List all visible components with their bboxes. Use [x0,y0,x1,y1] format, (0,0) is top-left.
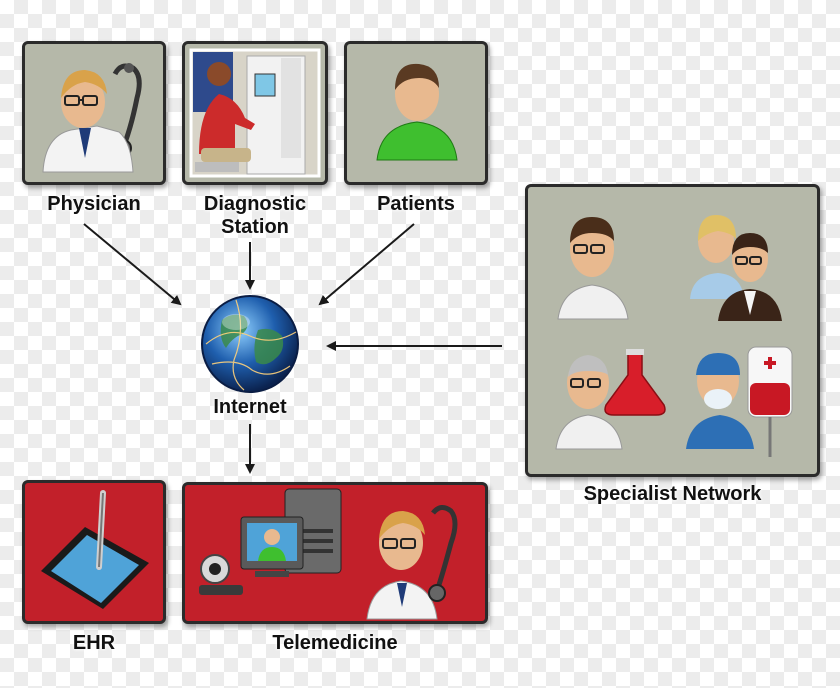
physician-label: Physician [47,193,141,215]
arrow-physician-to-internet [83,223,182,306]
kiosk-photo-icon [189,48,321,178]
tablet-stylus-icon [41,490,149,609]
computer-webcam-doctor-icon [199,488,458,620]
arrow-patients-to-internet [318,223,415,306]
ehr-panel [22,480,166,624]
patients-panel [344,41,488,185]
patient-person-icon [376,63,458,161]
ehr-label: EHR [72,632,116,654]
diagnostic-station-panel [182,41,328,185]
patients-label: Patients [377,193,455,215]
physician-panel [22,41,166,185]
diagnostic-station-label-line1: Diagnostic [203,193,307,215]
internet-label: Internet [213,396,287,418]
diagnostic-station-label-line2: Station [221,216,289,238]
telemedicine-panel [182,482,488,624]
specialist-network-panel [525,184,820,477]
specialist-network-label: Specialist Network [583,483,762,505]
specialists-group-icon [555,215,793,457]
telemedicine-label: Telemedicine [272,632,398,654]
doctor-with-stethoscope-icon [42,63,142,173]
